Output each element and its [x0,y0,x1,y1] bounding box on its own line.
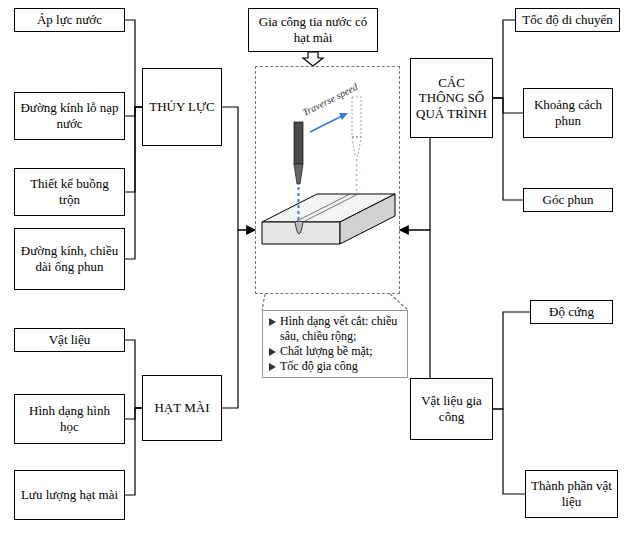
input-box: Vật liệu [14,328,125,352]
output-box: Hình dạng vết cắt: chiều sâu, chiều rộng… [262,310,408,378]
workpiece-side [340,194,395,244]
box-text: Vật liệu [49,332,91,348]
connector [125,20,142,107]
traverse-arrow [310,115,344,132]
water-jet [298,187,300,220]
box-text: Chất lượng bề mặt; [268,344,402,359]
input-box: Đường kính, chiều dài ống phun [14,228,125,290]
param-box: Khoảng cách phun [523,88,613,138]
param-box: Độ cứng [530,300,613,324]
box-text: Hình dạng hình học [19,403,120,434]
block-arrow [303,52,323,66]
param-box: Tốc độ di chuyển [515,8,620,32]
workpiece-front [262,222,340,244]
input-box: Thiết kế buồng trộn [14,168,125,216]
connector [493,312,530,409]
input-box: Hình dạng hình học [14,394,125,444]
connector [125,408,142,495]
connector [125,107,142,116]
box-text: Vật liệu gia công [415,393,488,424]
water-jet-ghost [356,159,358,194]
box-text: Độ cứng [549,304,594,320]
connector [222,230,255,408]
motion-label: Traverse speed [301,81,360,119]
connector [222,107,255,230]
input-box: Lưu lượng hạt mài [14,470,125,520]
nozzle-tip [294,164,303,184]
box-text: Thiết kế buồng trộn [19,176,120,207]
connector [493,98,523,113]
param-box: Thành phần vật liệu [525,470,618,518]
box-text: Áp lực nước [37,12,102,28]
box-text: THỦY LỰC [149,99,215,115]
connector [125,107,142,192]
box-text: Góc phun [543,192,594,208]
box-text: Tốc độ gia công [268,359,402,374]
illustration-frame: Traverse speed [255,66,400,294]
zoom-line [262,294,408,310]
group-box: HẠT MÀI [142,375,222,441]
box-text: Lưu lượng hạt mài [21,487,118,503]
box-text: Thành phần vật liệu [530,478,613,509]
connector [125,107,142,259]
connector [125,340,142,408]
group-box: CÁC THÔNG SỐ QUÁ TRÌNH [410,58,493,138]
box-text: Đường kính lỗ nạp nước [19,100,120,131]
process-box: Gia công tia nước có hạt mài [248,8,378,52]
nozzle-ghost-tip [352,137,361,156]
box-text: Khoảng cách phun [528,97,608,128]
input-box: Áp lực nước [14,8,125,32]
input-box: Đường kính lỗ nạp nước [14,92,125,140]
box-text: HẠT MÀI [154,400,209,416]
connector [493,98,523,200]
box-text: Đường kính, chiều dài ống phun [19,243,120,274]
nozzle [294,122,303,164]
kerf-line [295,194,358,222]
connector [400,138,430,230]
kerf-profile [295,222,303,234]
box-text: Hình dạng vết cắt: chiều sâu, chiều rộng… [268,314,402,344]
traverse-arrow-head [339,113,348,120]
group-box: Vật liệu gia công [410,378,493,440]
box-text: Gia công tia nước có hạt mài [253,14,373,45]
nozzle-ghost [352,97,361,137]
connector [125,408,142,419]
connector [493,409,525,494]
param-box: Góc phun [523,188,613,212]
group-box: THỦY LỰC [142,68,222,146]
box-text: CÁC THÔNG SỐ QUÁ TRÌNH [415,75,488,122]
connector [493,20,515,98]
box-text: Tốc độ di chuyển [522,12,613,28]
